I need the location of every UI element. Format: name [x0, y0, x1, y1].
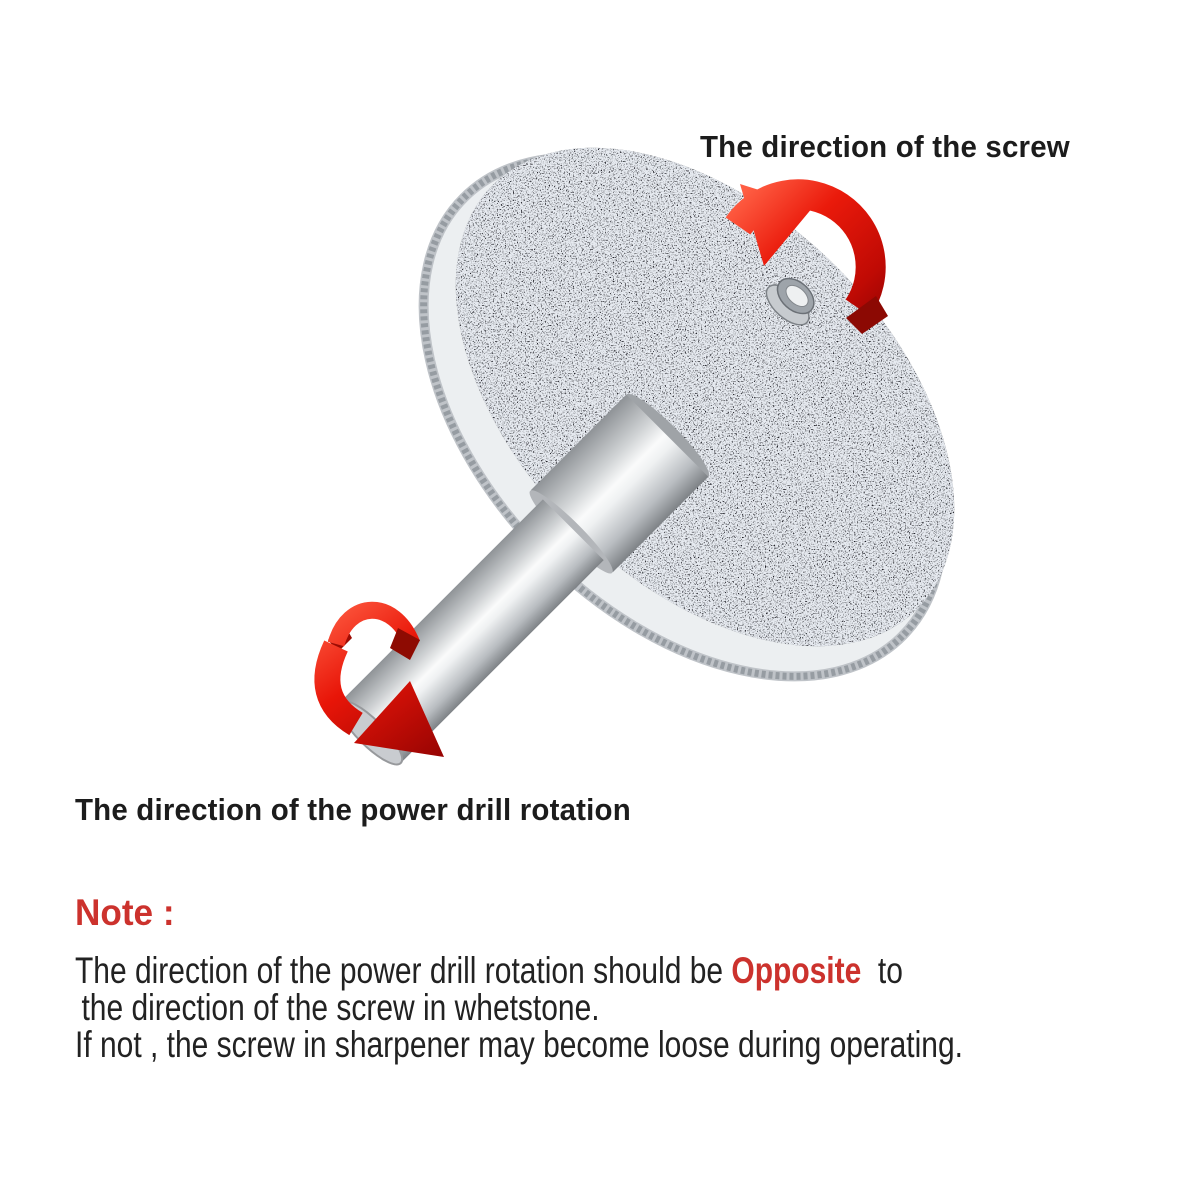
- drill-rotation-arrow: [314, 601, 444, 757]
- note-line-1-pre: The direction of the power drill rotatio…: [75, 950, 732, 991]
- note-body: The direction of the power drill rotatio…: [75, 952, 1171, 1063]
- note-line-2: the direction of the screw in whetstone.: [81, 987, 600, 1028]
- mounting-screw: [765, 277, 815, 326]
- screw-direction-label: The direction of the screw: [700, 129, 1070, 164]
- note-opposite-emphasis: Opposite: [731, 950, 862, 991]
- screw-direction-arrow: [725, 179, 888, 334]
- note-line-3: If not , the screw in sharpener may beco…: [75, 1024, 963, 1065]
- note-line-1: The direction of the power drill rotatio…: [75, 952, 963, 989]
- note-label: Note :: [75, 892, 175, 933]
- note-line-1-post: to: [861, 950, 903, 991]
- drill-rotation-label: The direction of the power drill rotatio…: [75, 792, 631, 827]
